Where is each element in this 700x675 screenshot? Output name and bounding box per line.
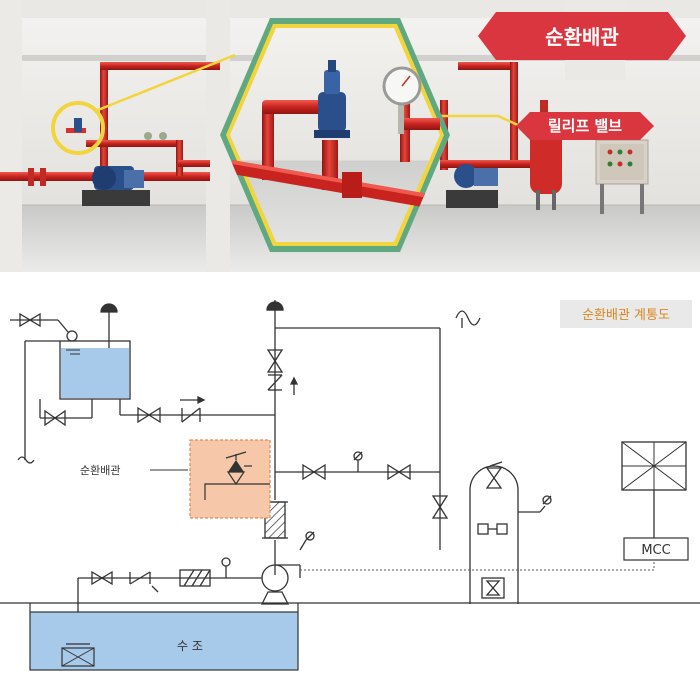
callout-label: 릴리프 밸브	[548, 117, 622, 135]
banner-label: 순환배관	[545, 25, 619, 49]
relief-valve-small-icon	[66, 118, 86, 133]
electric-pump-icon	[82, 166, 150, 206]
svg-text:순환배관 계통도: 순환배관 계통도	[582, 308, 670, 323]
diagram-title: 순환배관 계통도	[560, 300, 692, 328]
svg-text:MCC: MCC	[641, 543, 670, 558]
tank-water	[61, 348, 129, 398]
control-panel-icon	[595, 139, 649, 214]
water-reservoir: 수 조	[29, 603, 299, 671]
title-banner: 순환배관	[478, 12, 686, 60]
pressure-gauge-icon	[382, 66, 422, 134]
control-panel-symbol	[621, 441, 687, 491]
reservoir-label: 수 조	[177, 639, 203, 653]
elevated-tank	[59, 340, 131, 400]
pressure-tank-icon	[530, 126, 562, 210]
relief-valve-icon	[314, 60, 350, 138]
pressure-tank-symbol	[469, 465, 519, 604]
relief-valve-highlight	[51, 101, 105, 155]
mcc-box: MCC	[623, 537, 689, 561]
relief-label: 순환배관	[80, 464, 120, 477]
circulation-piping-schematic: 순환배관 MCC 순환배관 계통도 수 조	[0, 300, 700, 671]
right-pump-icon	[446, 164, 498, 208]
relief-valve-box	[189, 439, 271, 519]
zoom-hexagon	[220, 18, 450, 252]
pump-room-illustration: 순환배관 릴리프 밸브	[0, 0, 700, 272]
